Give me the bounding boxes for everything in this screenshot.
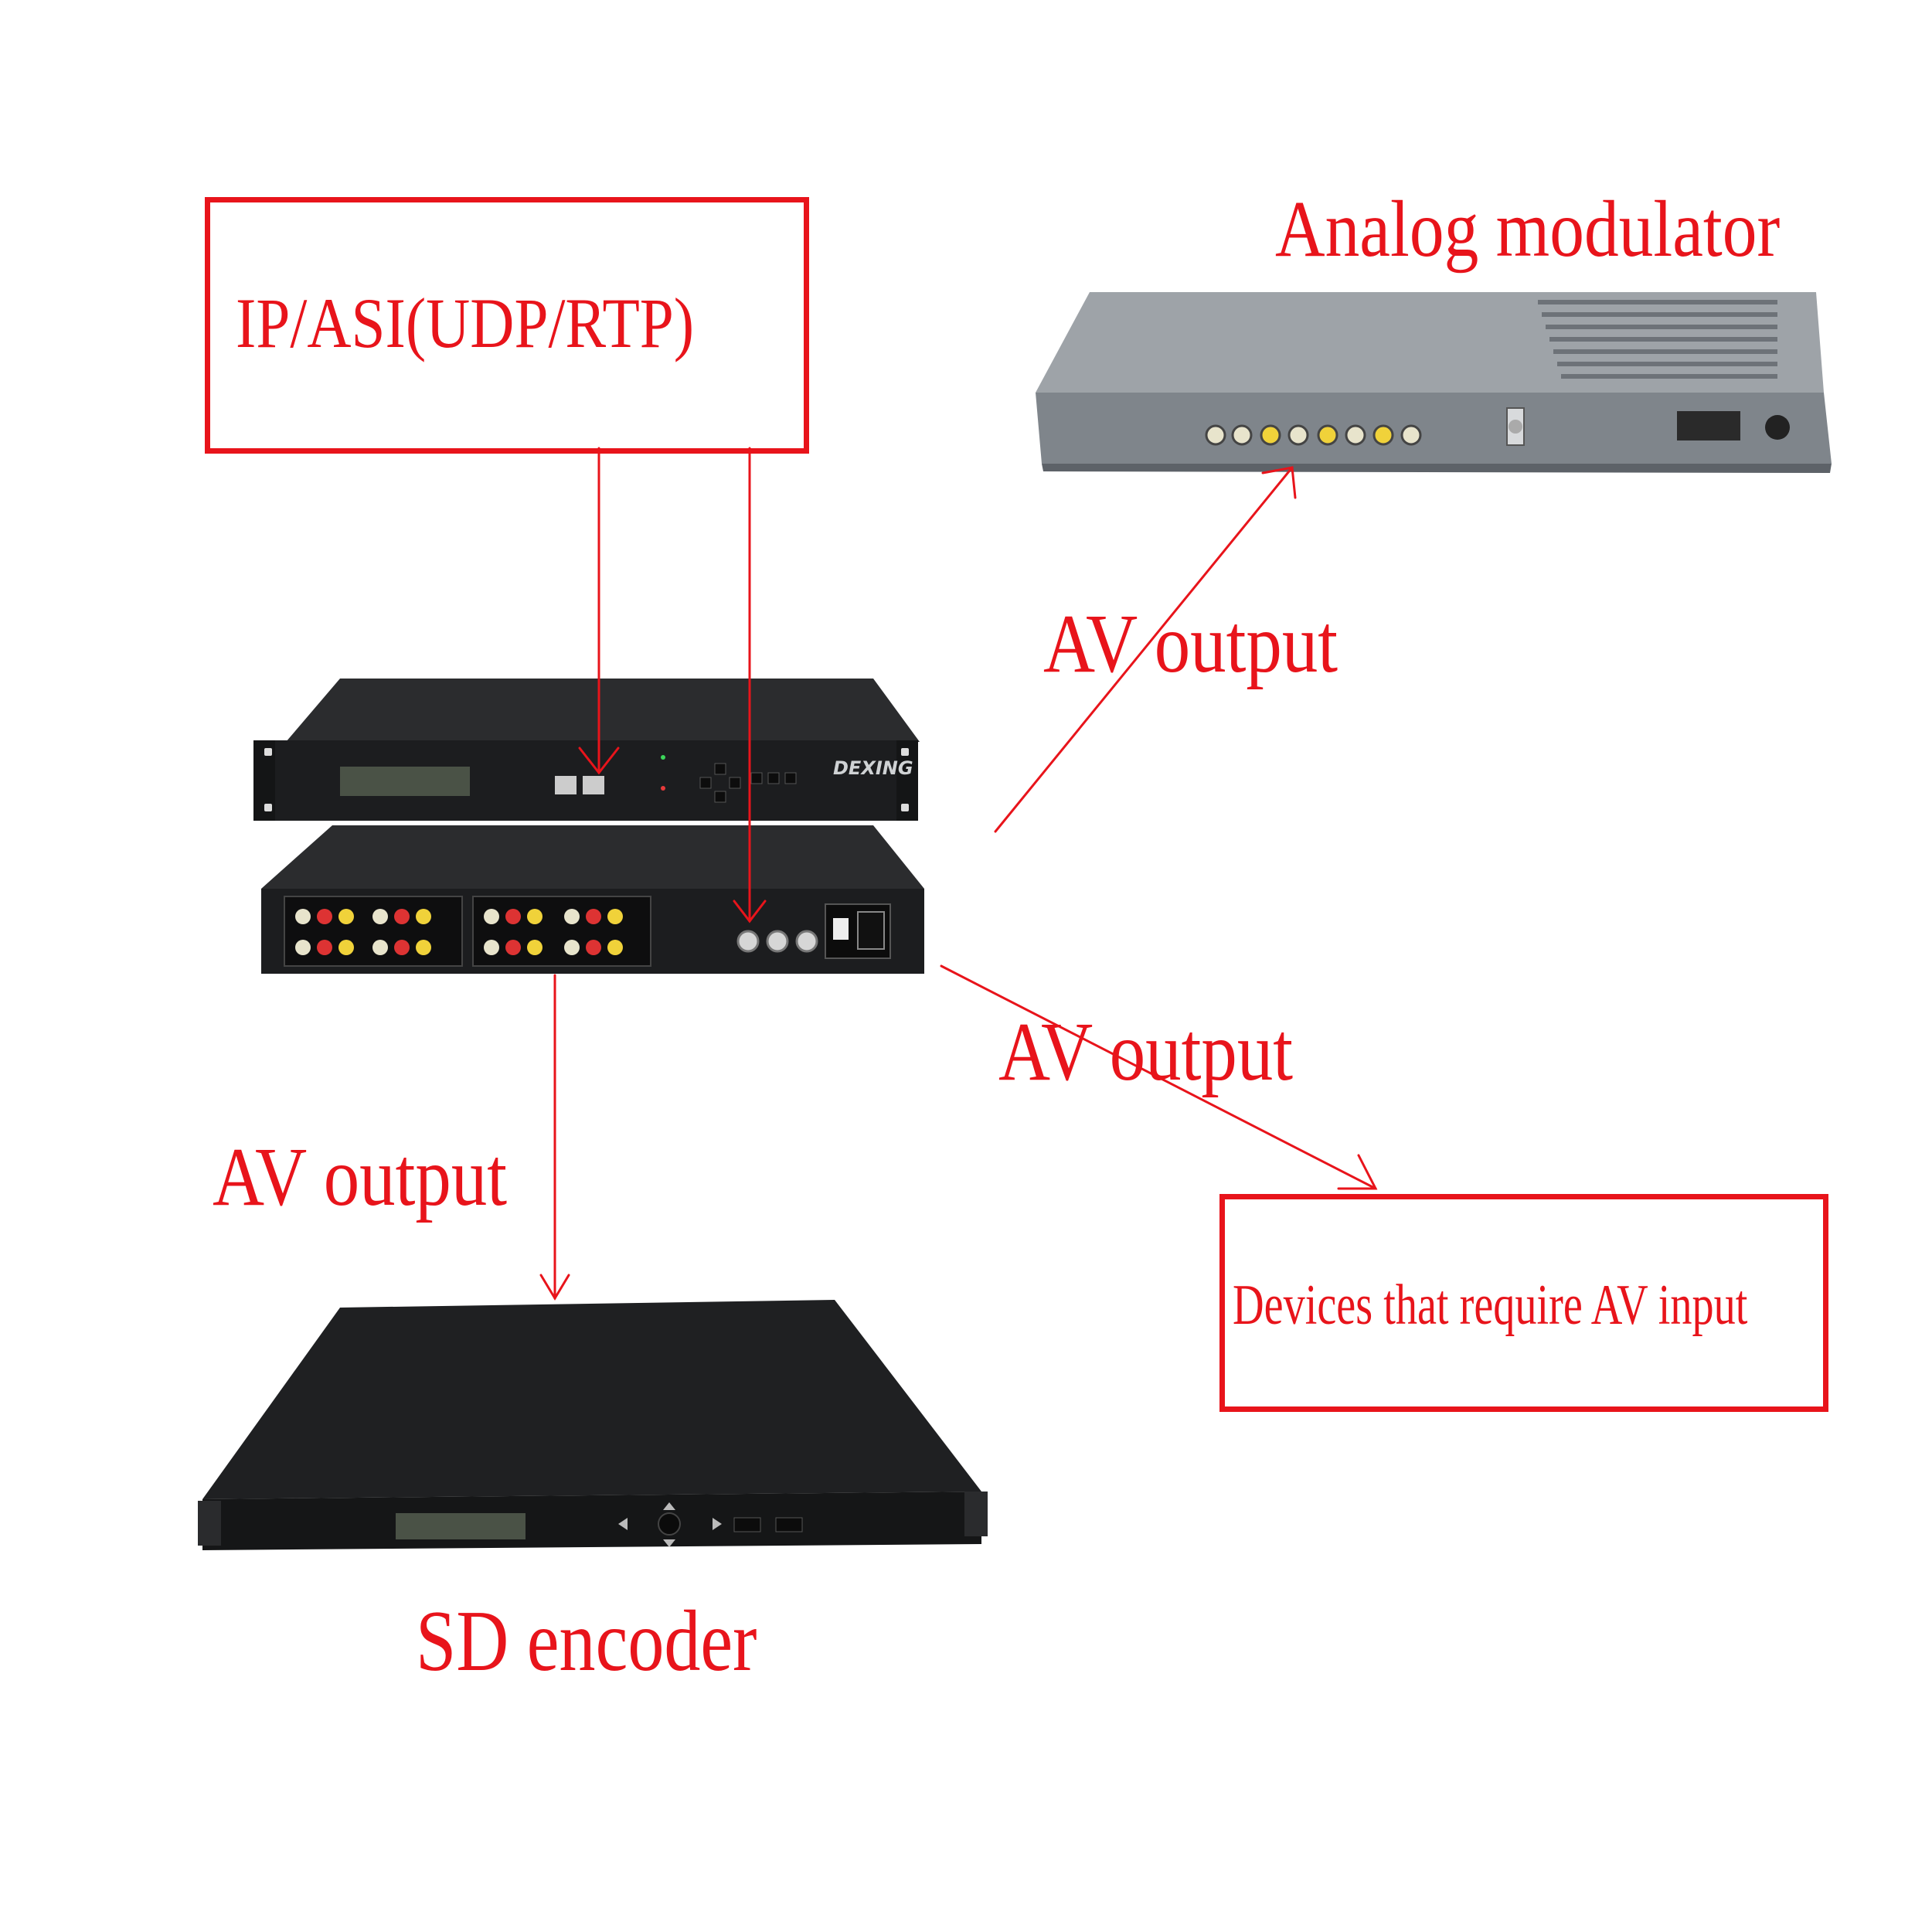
- modulator-rf-connector: [1506, 407, 1525, 446]
- analog-modulator-label: Analog modulator: [1275, 185, 1781, 274]
- sd-encoder-label: SD encoder: [416, 1594, 757, 1689]
- modulator-power-switch: [1677, 411, 1740, 440]
- av-output-middle-label: AV output: [998, 1006, 1294, 1098]
- decoder-lcd-screen: [340, 767, 470, 796]
- rear-rca-panel-left: [284, 896, 463, 967]
- data-port-icon: [583, 776, 604, 794]
- input-arrow-to-data-port: [578, 447, 620, 775]
- encoder-right-arrow-icon: [713, 1518, 722, 1530]
- encoder-lcd-screen: [396, 1513, 526, 1539]
- signal-arrows: [539, 447, 1378, 1301]
- av-output-left-label: AV output: [213, 1131, 508, 1223]
- modulator-vent-grid: [1538, 300, 1777, 379]
- analog-modulator-device: [1036, 292, 1832, 473]
- input-box: [205, 197, 809, 454]
- encoder-up-arrow-icon: [663, 1502, 675, 1510]
- av-arrow-to-devices: [940, 964, 1378, 1190]
- encoder-menu-knob: [658, 1512, 681, 1536]
- decoder-brand-logo: DEXING: [833, 757, 913, 779]
- modulator-rca-jacks: [1205, 424, 1422, 446]
- av-arrow-to-encoder: [539, 974, 570, 1301]
- rear-rca-panel-right: [472, 896, 651, 967]
- asi-port-icon: [555, 776, 577, 794]
- encoder-left-arrow-icon: [618, 1518, 628, 1530]
- input-arrow-to-asi-port: [733, 447, 767, 923]
- av-output-top-label: AV output: [1043, 598, 1338, 690]
- input-box-label: IP/ASI(UDP/RTP): [236, 284, 695, 362]
- modulator-power-inlet: [1765, 415, 1790, 440]
- encoder-down-arrow-icon: [663, 1539, 675, 1547]
- devices-box: [1219, 1194, 1828, 1412]
- rear-bnc-connectors: [736, 930, 818, 953]
- decoder-front-unit: [253, 679, 920, 821]
- decoder-keypad: [699, 763, 797, 803]
- av-arrow-to-modulator: [994, 466, 1297, 833]
- devices-box-label: Devices that require AV input: [1233, 1274, 1748, 1337]
- decoder-rear-unit: [261, 825, 924, 974]
- sd-encoder-device: [198, 1300, 988, 1550]
